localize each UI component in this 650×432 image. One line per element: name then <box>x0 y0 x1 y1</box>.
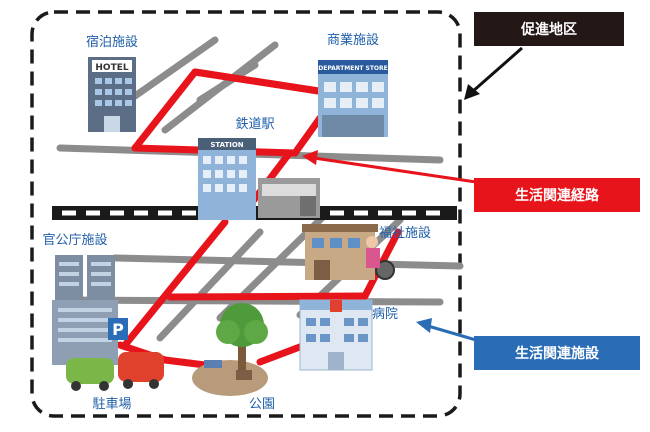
department-store-building: DEPARTMENT STORE <box>318 60 388 137</box>
station-label: 鉄道駅 <box>235 117 274 132</box>
hotel-sign: HOTEL <box>95 63 128 73</box>
life-facility-legend-label: 生活関連施設 <box>515 345 600 362</box>
department-store-sign: DEPARTMENT STORE <box>318 65 388 72</box>
hospital-label: 病院 <box>372 307 398 322</box>
government-building <box>52 255 118 365</box>
hotel-facility-label: 宿泊施設 <box>86 34 138 50</box>
park-area <box>192 303 268 396</box>
park-label: 公園 <box>249 397 275 412</box>
life-facility-legend-box <box>474 336 640 370</box>
commercial-facility-label: 商業施設 <box>327 32 379 48</box>
welfare-facility-building <box>302 224 395 280</box>
station-sign: STATION <box>210 141 243 149</box>
hospital-building <box>299 299 373 371</box>
government-facility-label: 官公庁施設 <box>42 232 107 248</box>
life-facility-arrow <box>416 318 477 342</box>
welfare-facility-label: 福祉施設 <box>379 225 431 241</box>
station-building: STATION <box>198 138 320 220</box>
promotion-district-legend-label: 促進地区 <box>520 21 577 38</box>
parking-sign: P <box>112 320 124 339</box>
parking-area: P <box>66 318 164 391</box>
promotion-district-legend-box <box>474 12 624 46</box>
hotel-building: HOTEL <box>88 57 136 132</box>
life-route-legend-box <box>474 178 640 212</box>
life-route-legend-label: 生活関連経路 <box>515 187 600 204</box>
promotion-district-arrow <box>464 46 523 100</box>
parking-label: 駐車場 <box>92 397 131 412</box>
promotion-district-boundary <box>30 10 462 418</box>
life-route-arrow <box>302 150 477 184</box>
